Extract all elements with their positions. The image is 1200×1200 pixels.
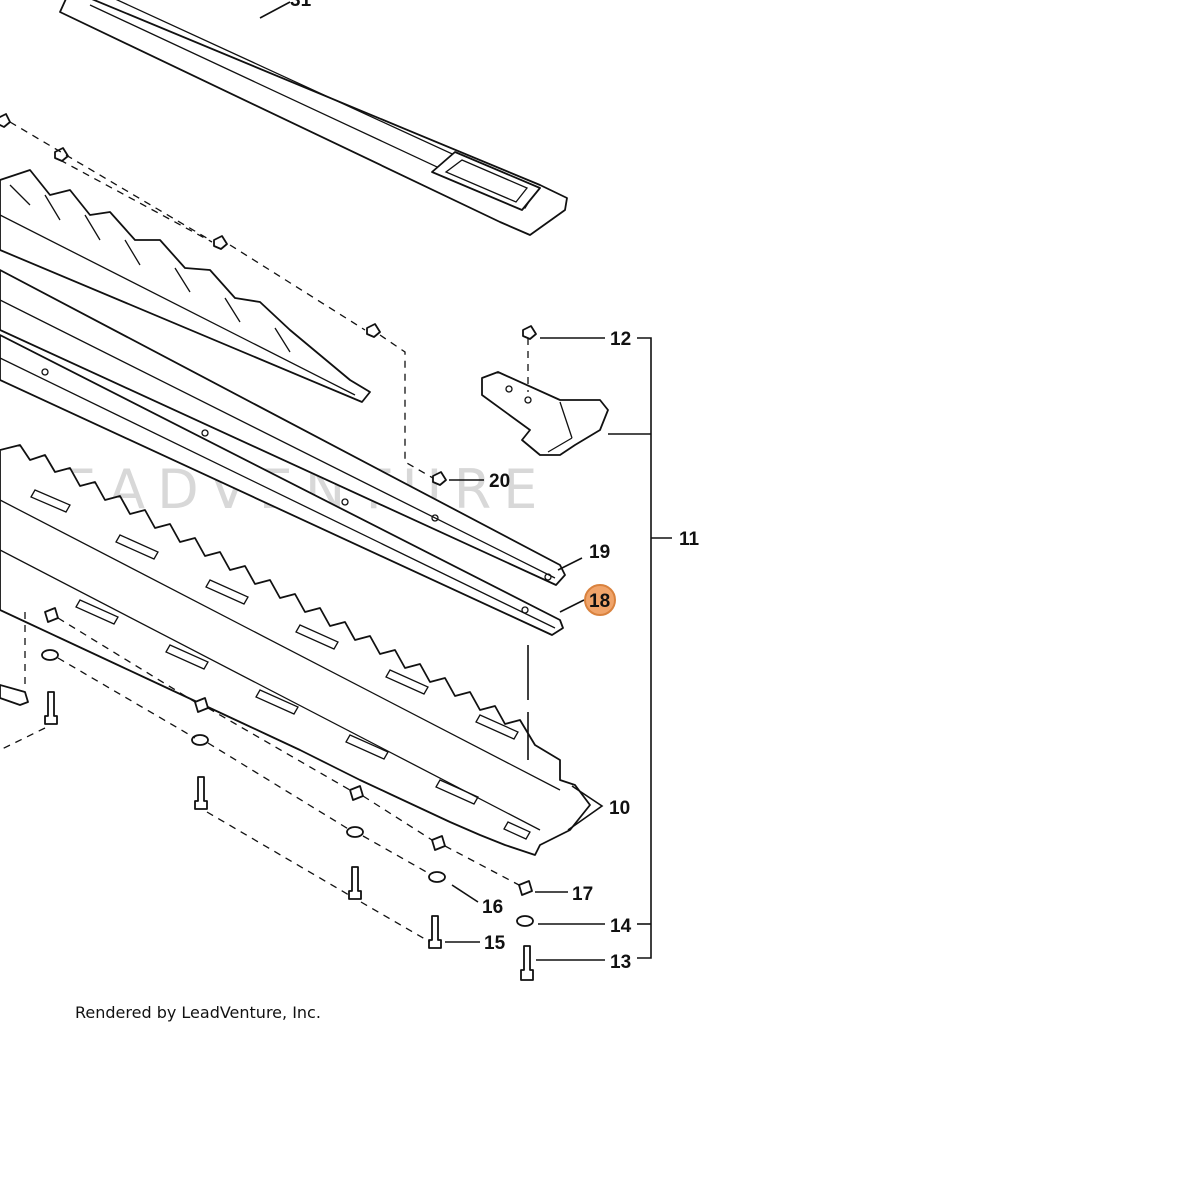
assembly-dashes — [0, 121, 529, 943]
leader-lines — [259, 1, 672, 961]
lower-cutting-blade[interactable] — [0, 444, 591, 856]
washer-series — [41, 649, 534, 927]
callout-20[interactable]: 20 — [489, 471, 510, 492]
clamp-plate-part[interactable] — [481, 371, 609, 456]
nut-series — [0, 113, 537, 486]
callout-12[interactable]: 12 — [610, 329, 631, 350]
block-nut-series — [44, 607, 533, 896]
callout-13[interactable]: 13 — [610, 952, 631, 973]
blade-guard-part[interactable] — [59, 0, 568, 236]
highlight-circle — [584, 584, 616, 616]
plate-part-18[interactable] — [0, 334, 564, 636]
callout-14[interactable]: 14 — [610, 916, 632, 937]
callout-11[interactable]: 11 — [679, 529, 700, 550]
callout-31[interactable]: 31 — [290, 0, 312, 11]
upper-cutting-blade[interactable] — [0, 169, 371, 403]
callout-18[interactable]: 18 — [589, 591, 610, 612]
callout-15[interactable]: 15 — [484, 933, 506, 954]
callout-10[interactable]: 10 — [609, 798, 630, 819]
bolt-series — [44, 691, 534, 981]
callout-16[interactable]: 16 — [482, 897, 503, 918]
blade-edge-fragment — [0, 684, 29, 706]
callout-17[interactable]: 17 — [572, 884, 593, 905]
render-credit: Rendered by LeadVenture, Inc. — [75, 1003, 321, 1022]
callout-19[interactable]: 19 — [589, 542, 610, 563]
callout-18-highlight[interactable]: 18 — [584, 584, 616, 616]
